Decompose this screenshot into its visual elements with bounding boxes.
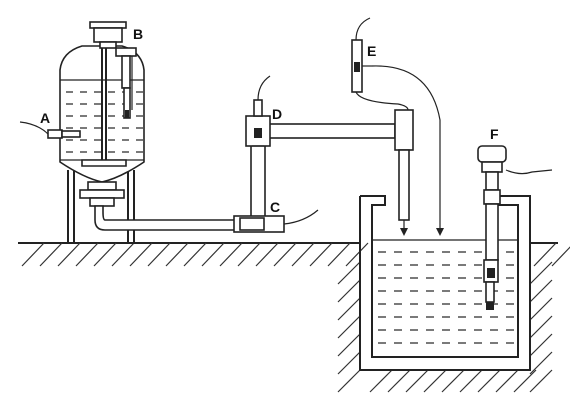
label-b: B (133, 26, 144, 42)
sensor-c (233, 209, 319, 233)
ground (18, 242, 570, 393)
pit-hatch (337, 261, 553, 393)
label-c: C (270, 199, 281, 215)
ground-hatch-left (21, 242, 369, 267)
open-basin (359, 195, 531, 371)
label-a: A (40, 110, 51, 126)
sensor-d (245, 75, 271, 147)
ground-hatch-right (533, 242, 570, 267)
sensor-e (351, 17, 444, 236)
label-f: F (490, 126, 499, 142)
label-d: D (272, 106, 283, 122)
label-e: E (367, 43, 377, 59)
sensor-f (477, 145, 553, 310)
sensor-a (19, 121, 81, 139)
sensor-b (115, 47, 137, 119)
